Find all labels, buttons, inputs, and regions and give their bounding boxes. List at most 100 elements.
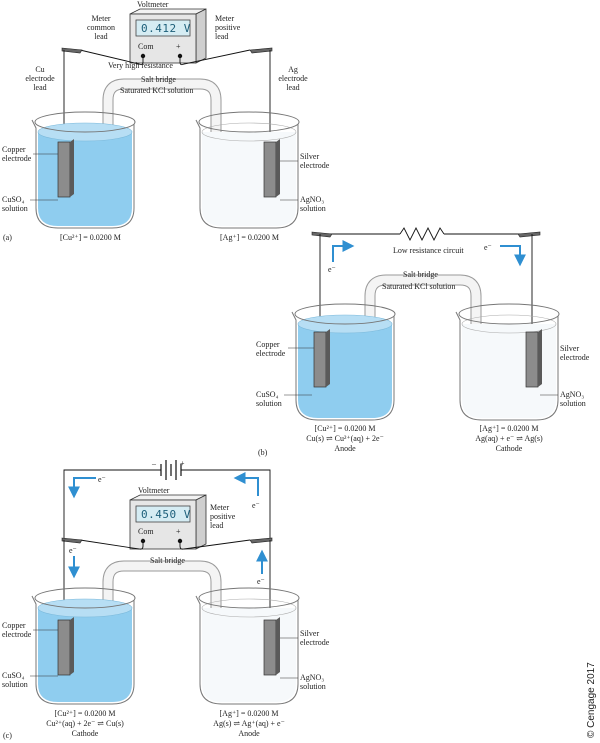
electron-label-left: e⁻	[328, 265, 336, 274]
voltmeter-display	[135, 505, 191, 523]
svg-text:Anode: Anode	[238, 729, 260, 738]
ag-alligator-clip	[517, 231, 541, 238]
copper-electrode	[57, 619, 71, 676]
salt-bridge-label: Salt bridge	[403, 270, 438, 279]
cu-alligator-clip	[311, 231, 333, 238]
svg-text:AgNO₃: AgNO₃	[300, 673, 324, 682]
battery-plus: +	[180, 459, 185, 468]
cuso4-solution-label: CuSO₄ solution	[2, 671, 28, 689]
svg-text:electrode: electrode	[2, 630, 32, 639]
ag-electrode-lead-label: Ag electrode lead	[278, 65, 308, 92]
svg-text:common: common	[87, 23, 115, 32]
cuso4-solution	[298, 324, 392, 418]
ag-alligator-clip	[249, 537, 273, 544]
svg-text:positive: positive	[215, 23, 241, 32]
electron-label-top-left: e⁻	[98, 475, 106, 484]
svg-text:Ag(s) ⇌ Ag⁺(aq) + e⁻: Ag(s) ⇌ Ag⁺(aq) + e⁻	[213, 719, 285, 728]
copper-electrode-label: Copper electrode	[256, 340, 286, 358]
anode-caption: [Ag⁺] = 0.0200 M Ag(s) ⇌ Ag⁺(aq) + e⁻ An…	[213, 709, 285, 738]
cuso4-solution-label: CuSO₄ solution	[256, 390, 282, 408]
silver-electrode-label: Silver electrode	[300, 629, 330, 647]
voltmeter-display	[135, 19, 191, 37]
svg-text:Cathode: Cathode	[72, 729, 99, 738]
voltmeter: 0.412 V Com +	[129, 8, 207, 64]
cuso4-solution	[38, 608, 132, 702]
svg-text:solution: solution	[256, 399, 282, 408]
svg-text:lead: lead	[286, 83, 299, 92]
anode-caption: [Cu²⁺] = 0.0200 M Cu(s) ⇌ Cu²⁺(aq) + 2e⁻…	[306, 424, 384, 453]
svg-text:Ag: Ag	[288, 65, 298, 74]
svg-text:electrode: electrode	[300, 161, 330, 170]
svg-text:[Ag⁺] = 0.0200 M: [Ag⁺] = 0.0200 M	[480, 424, 539, 433]
svg-text:electrode: electrode	[278, 74, 308, 83]
cuso4-beaker	[31, 587, 136, 705]
electron-flow-arrow-left	[332, 240, 355, 262]
agno3-solution-label: AgNO₃ solution	[300, 673, 326, 691]
svg-text:lead: lead	[215, 32, 228, 41]
kcl-solution-label: Saturated KCl solution	[382, 282, 455, 291]
svg-text:Cu: Cu	[35, 65, 44, 74]
cu-alligator-clip	[61, 537, 83, 544]
resistance-label: Very high resistance	[108, 61, 173, 70]
agno3-solution-label: AgNO₃ solution	[560, 390, 586, 408]
meter-positive-lead-label: Meter positive lead	[210, 503, 236, 530]
svg-text:electrode: electrode	[560, 353, 590, 362]
svg-text:AgNO₃: AgNO₃	[300, 195, 324, 204]
svg-text:lead: lead	[94, 32, 107, 41]
panel-a-tag: (a)	[3, 233, 12, 242]
meter-common-lead-label: Meter common lead	[87, 14, 115, 41]
panel-c: – + e⁻ e⁻ Voltmeter 0.450 V Com + Meter …	[2, 459, 330, 740]
svg-text:lead: lead	[33, 83, 46, 92]
agno3-solution	[202, 608, 296, 702]
copyright-notice: © Cengage 2017	[586, 662, 597, 738]
svg-text:electrode: electrode	[25, 74, 55, 83]
electron-label-top-right: e⁻	[252, 501, 260, 510]
svg-text:lead: lead	[210, 521, 223, 530]
svg-text:solution: solution	[560, 399, 586, 408]
svg-text:electrode: electrode	[2, 154, 32, 163]
silver-electrode-label: Silver electrode	[560, 344, 590, 362]
silver-electrode	[263, 141, 277, 198]
cuso4-beaker	[291, 303, 396, 421]
meter-positive-lead-label: Meter positive lead	[215, 14, 241, 41]
svg-text:CuSO₄: CuSO₄	[2, 195, 25, 204]
svg-text:Anode: Anode	[334, 444, 356, 453]
voltmeter-reading: 0.412 V	[141, 22, 191, 35]
cu-alligator-clip	[61, 47, 83, 54]
svg-text:[Ag⁺] = 0.0200 M: [Ag⁺] = 0.0200 M	[220, 709, 279, 718]
copper-electrode-label: Copper electrode	[2, 621, 32, 639]
cuso4-solution	[38, 132, 132, 226]
com-terminal-label: Com	[138, 527, 154, 536]
electron-flow-arrow-right	[500, 245, 526, 267]
svg-text:Copper: Copper	[2, 145, 26, 154]
svg-text:solution: solution	[300, 682, 326, 691]
cathode-caption: [Ag⁺] = 0.0200 M Ag(aq) + e⁻ ⇌ Ag(s) Cat…	[475, 424, 543, 453]
panel-c-tag: (c)	[3, 731, 12, 740]
positive-lead-wire	[179, 49, 251, 66]
svg-text:Cu(s) ⇌ Cu²⁺(aq) + 2e⁻: Cu(s) ⇌ Cu²⁺(aq) + 2e⁻	[306, 434, 384, 443]
salt-bridge-label: Salt bridge	[150, 556, 185, 565]
kcl-solution-label: Saturated KCl solution	[120, 86, 193, 95]
voltmeter: 0.450 V Com +	[129, 494, 207, 550]
svg-text:Meter: Meter	[91, 14, 110, 23]
svg-text:Copper: Copper	[2, 621, 26, 630]
svg-text:Cu²⁺(aq) + 2e⁻ ⇌ Cu(s): Cu²⁺(aq) + 2e⁻ ⇌ Cu(s)	[46, 719, 124, 728]
svg-text:electrode: electrode	[256, 349, 286, 358]
electron-label-right: e⁻	[257, 577, 265, 586]
svg-text:CuSO₄: CuSO₄	[2, 671, 25, 680]
svg-text:Meter: Meter	[210, 503, 229, 512]
svg-text:[Cu²⁺] = 0.0200 M: [Cu²⁺] = 0.0200 M	[315, 424, 376, 433]
cathode-caption: [Cu²⁺] = 0.0200 M Cu²⁺(aq) + 2e⁻ ⇌ Cu(s)…	[46, 709, 124, 738]
svg-text:Silver: Silver	[560, 344, 579, 353]
cuso4-beaker	[31, 111, 136, 229]
svg-text:Silver: Silver	[300, 629, 319, 638]
electron-flow-arrow-top-right	[233, 472, 259, 496]
ag-concentration: [Ag⁺] = 0.0200 M	[220, 233, 279, 242]
svg-text:electrode: electrode	[300, 638, 330, 647]
svg-text:Meter: Meter	[215, 14, 234, 23]
panel-a: Voltmeter 0.412 V Com + Very high resist…	[2, 0, 330, 242]
electron-flow-arrow-top-left	[68, 477, 96, 499]
battery-symbol	[160, 460, 182, 480]
svg-text:Silver: Silver	[300, 152, 319, 161]
